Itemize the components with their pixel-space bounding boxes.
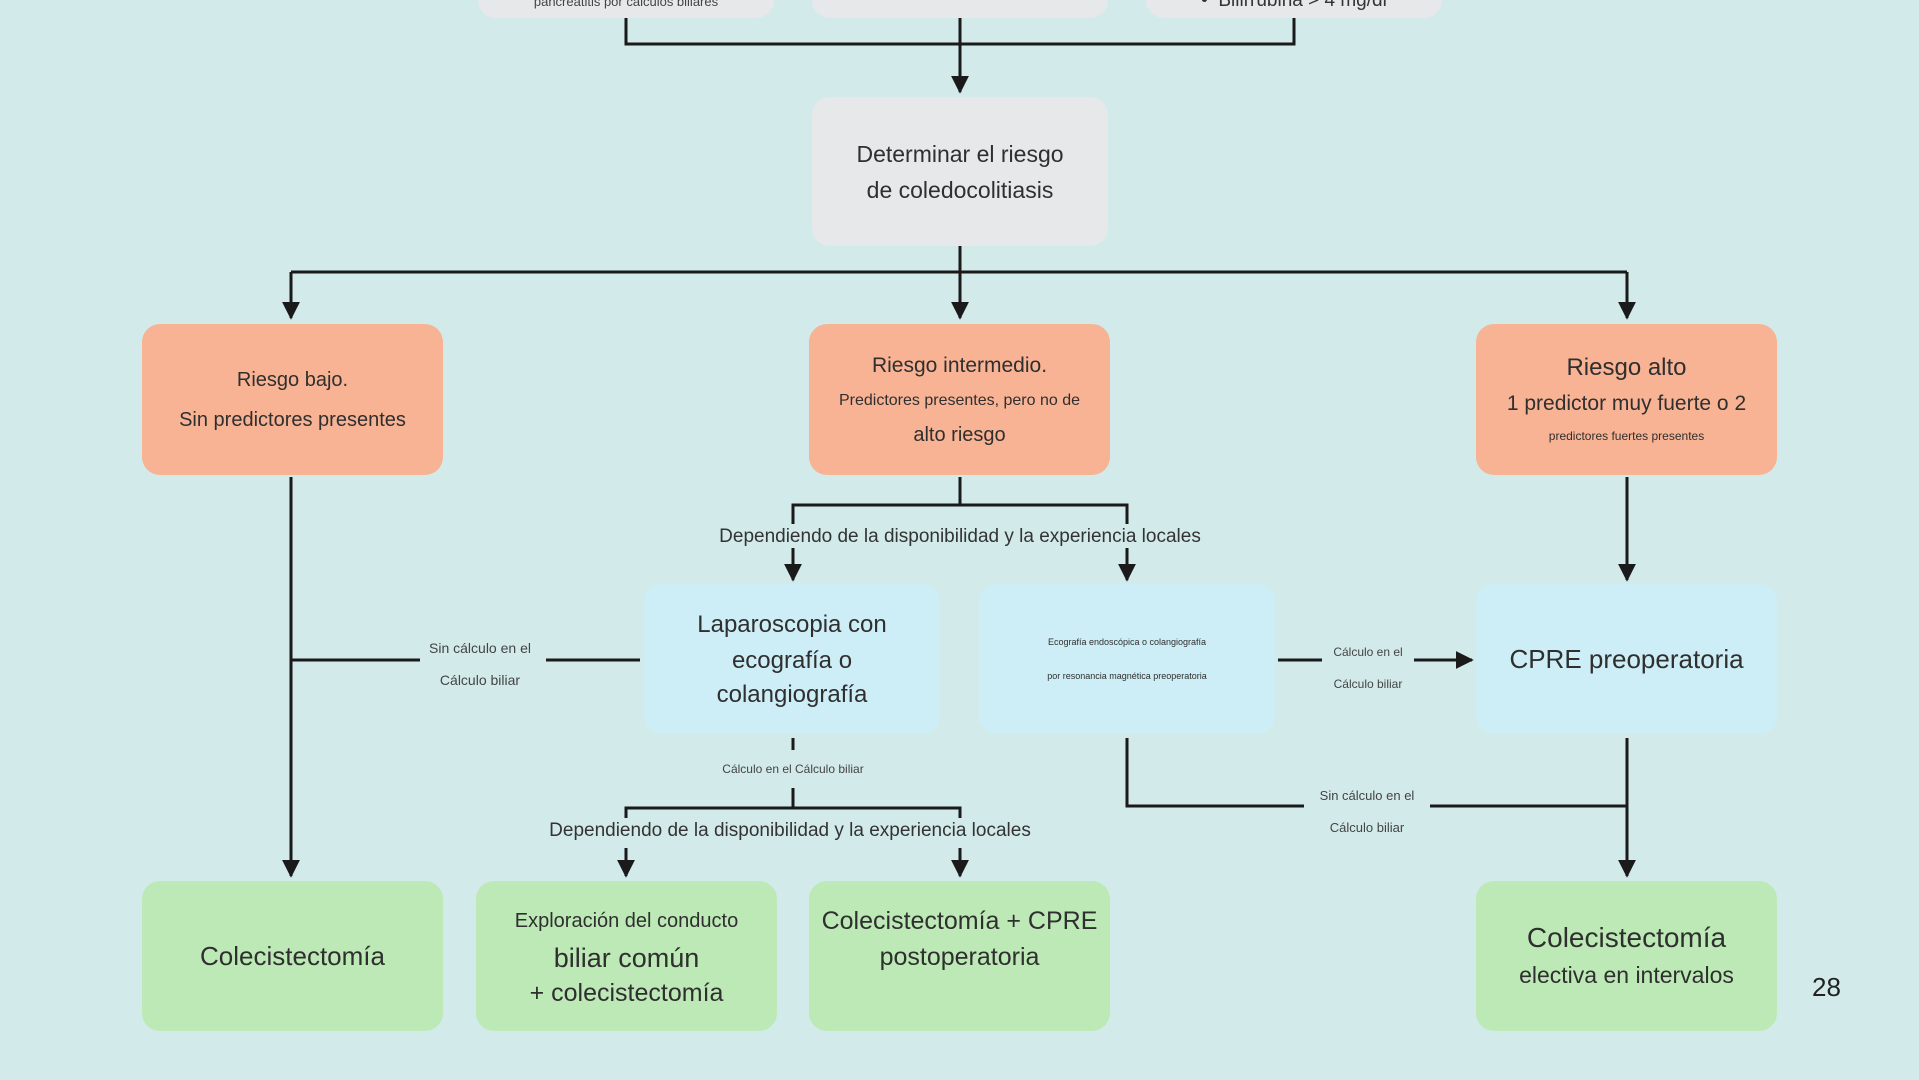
endoscopic-ultrasound-line1: Ecografía endoscópica o colangiografía xyxy=(1047,637,1207,647)
ercp-preop-label: CPRE preoperatoria xyxy=(1509,643,1744,674)
cbd-exploration-line1: Exploración del conducto xyxy=(514,910,739,932)
determine-risk-box: Determinar el riesgo de coledocolitiasis xyxy=(812,97,1108,246)
cholecystectomy-label: Colecistectomía xyxy=(200,940,385,971)
ercp-preop-box: CPRE preoperatoria xyxy=(1476,584,1777,734)
risk-low-box: Riesgo bajo. Sin predictores presentes xyxy=(142,324,443,475)
elective-line1: Colecistectomía xyxy=(1526,922,1727,953)
risk-mid-desc1: Predictores presentes, pero no de xyxy=(838,391,1081,409)
cbd-exploration-line3: + colecistectomía xyxy=(529,979,724,1007)
no-stone-left-line1: Sin cálculo en el xyxy=(429,640,531,656)
no-stone-right-line2: Cálculo biliar xyxy=(1329,820,1405,835)
laparoscopy-line2: ecografía o xyxy=(731,647,853,674)
determine-risk-line2: de coledocolitiasis xyxy=(866,176,1054,203)
top-box-left: pancreatitis por cálculos biliares xyxy=(478,0,774,18)
local-availability-label-1: Dependiendo de la disponibilidad y la ex… xyxy=(719,526,1201,547)
risk-high-box: Riesgo alto 1 predictor muy fuerte o 2 p… xyxy=(1476,324,1777,475)
endoscopic-ultrasound-box: Ecografía endoscópica o colangiografía p… xyxy=(979,584,1275,734)
chole-ercp-postop-box: Colecistectomía + CPRE postoperatoria xyxy=(809,881,1110,1031)
risk-high-desc2: predictores fuertes presentes xyxy=(1548,428,1705,443)
stone-right-line2: Cálculo biliar xyxy=(1333,677,1403,691)
top-box-right: • Bilirrubina > 4 mg/dl xyxy=(1146,0,1442,18)
stone-right-label: Cálculo en el Cálculo biliar xyxy=(1316,636,1420,700)
risk-mid-desc2: alto riesgo xyxy=(913,423,1006,446)
endoscopic-ultrasound-line2: por resonancia magnética preoperatoria xyxy=(1047,671,1207,681)
risk-mid-title: Riesgo intermedio. xyxy=(871,353,1048,377)
local-availability-label-2: Dependiendo de la disponibilidad y la ex… xyxy=(549,820,1031,841)
risk-mid-box: Riesgo intermedio. Predictores presentes… xyxy=(809,324,1110,475)
laparoscopy-line3: colangiografía xyxy=(716,681,868,708)
stone-right-line1: Cálculo en el xyxy=(1333,645,1403,659)
bullet-icon: • xyxy=(1201,0,1219,11)
laparoscopy-line1: Laparoscopia con xyxy=(697,611,887,638)
elective-cholecystectomy-box: Colecistectomía electiva en intervalos xyxy=(1476,881,1777,1031)
risk-high-title: Riesgo alto xyxy=(1566,353,1687,381)
risk-low-title: Riesgo bajo. xyxy=(236,368,349,391)
chole-ercp-line1: Colecistectomía + CPRE xyxy=(821,907,1098,935)
cholecystectomy-box: Colecistectomía xyxy=(142,881,443,1031)
no-stone-left-line2: Cálculo biliar xyxy=(439,672,521,688)
no-stone-left-label: Sin cálculo en el Cálculo biliar xyxy=(412,632,548,696)
risk-low-desc: Sin predictores presentes xyxy=(179,408,406,431)
connector-eus-down xyxy=(1125,738,1304,808)
connector-mid-branch xyxy=(791,503,1129,524)
determine-risk-line1: Determinar el riesgo xyxy=(856,140,1064,167)
no-stone-right-label: Sin cálculo en el Cálculo biliar xyxy=(1304,780,1430,844)
top-box-center xyxy=(812,0,1108,18)
top-box-right-text: • Bilirrubina > 4 mg/dl xyxy=(1201,0,1387,12)
elective-line2: electiva en intervalos xyxy=(1519,962,1734,988)
page-number: 28 xyxy=(1812,972,1841,1002)
cbd-exploration-line2: biliar común xyxy=(553,943,700,973)
laparoscopy-box: Laparoscopia con ecografía o colangiogra… xyxy=(644,584,940,734)
top-box-left-text: pancreatitis por cálculos biliares xyxy=(533,0,719,9)
no-stone-right-line1: Sin cálculo en el xyxy=(1319,788,1415,803)
stone-center-label: Cálculo en el Cálculo biliar xyxy=(722,762,864,776)
risk-high-desc1: 1 predictor muy fuerte o 2 xyxy=(1506,391,1747,415)
cbd-exploration-box: Exploración del conducto biliar común + … xyxy=(476,881,777,1031)
chole-ercp-line2: postoperatoria xyxy=(879,943,1040,971)
connector-lap-branch xyxy=(624,806,962,818)
top-box-right-label: Bilirrubina > 4 mg/dl xyxy=(1218,0,1387,11)
